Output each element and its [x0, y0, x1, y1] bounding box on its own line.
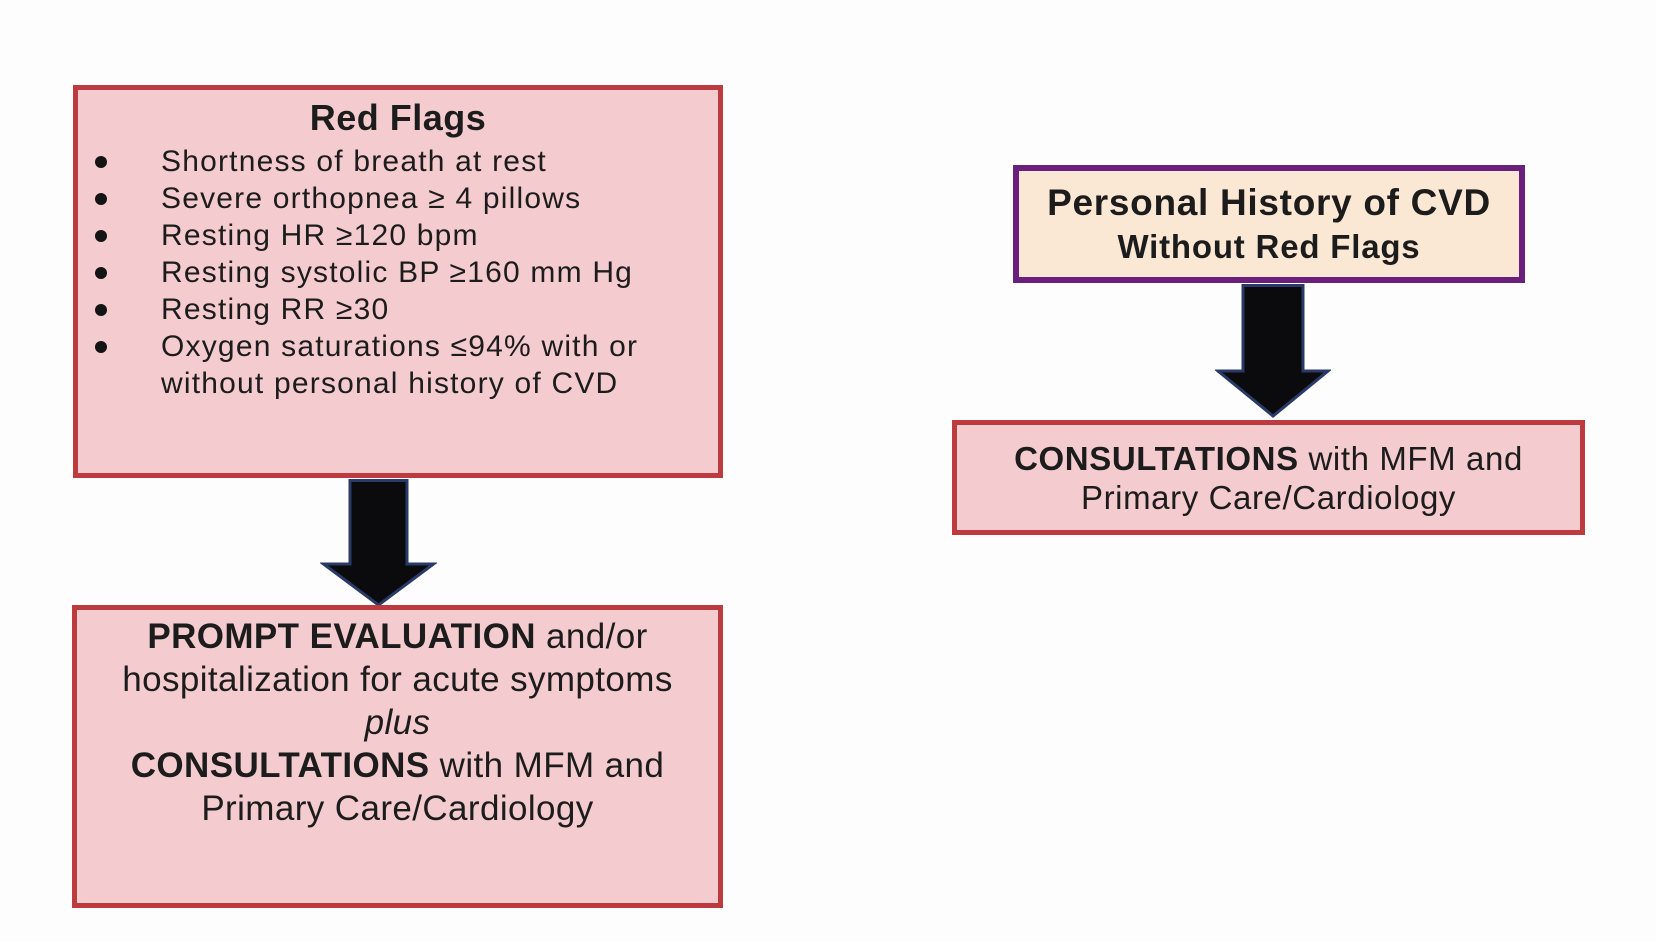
down-arrow-shape: [320, 479, 437, 607]
red-flag-item: Oxygen saturations ≤94% with or without …: [78, 328, 671, 402]
down-arrow-right: [1215, 284, 1331, 418]
down-arrow-left: [320, 479, 437, 607]
bullet-icon: [95, 230, 107, 242]
personal-history-box: Personal History of CVD Without Red Flag…: [1013, 165, 1525, 283]
red-flag-item: Resting systolic BP ≥160 mm Hg: [78, 254, 718, 291]
consultations-line1: CONSULTATIONS with MFM and: [1014, 439, 1523, 477]
red-flag-item: Shortness of breath at rest: [78, 143, 718, 180]
red-flags-title: Red Flags: [309, 97, 487, 138]
red-flags-box: Red Flags Shortness of breath at rest Se…: [73, 85, 723, 478]
bullet-icon: [95, 341, 107, 353]
personal-history-line2: Without Red Flags: [1117, 227, 1421, 265]
red-flag-item: Severe orthopnea ≥ 4 pillows: [78, 180, 718, 217]
bullet-icon: [95, 304, 107, 316]
prompt-evaluation-line4: CONSULTATIONS with MFM and: [130, 746, 665, 785]
bullet-icon: [95, 193, 107, 205]
prompt-evaluation-line3: plus: [364, 703, 431, 742]
prompt-evaluation-line5: Primary Care/Cardiology: [201, 789, 594, 828]
personal-history-line1: Personal History of CVD: [1047, 181, 1491, 223]
consultations-box: CONSULTATIONS with MFM and Primary Care/…: [952, 420, 1585, 535]
bullet-icon: [95, 267, 107, 279]
bullet-icon: [95, 156, 107, 168]
red-flag-item: Resting RR ≥30: [78, 291, 718, 328]
prompt-evaluation-box: PROMPT EVALUATION and/or hospitalization…: [72, 605, 723, 908]
red-flag-item: Resting HR ≥120 bpm: [78, 217, 718, 254]
consultations-line2: Primary Care/Cardiology: [1080, 478, 1457, 516]
down-arrow-shape: [1215, 284, 1331, 418]
prompt-evaluation-line1: PROMPT EVALUATION and/or: [147, 617, 648, 656]
prompt-evaluation-line2: hospitalization for acute symptoms: [122, 660, 673, 699]
red-flags-list: Shortness of breath at rest Severe ortho…: [78, 143, 718, 402]
